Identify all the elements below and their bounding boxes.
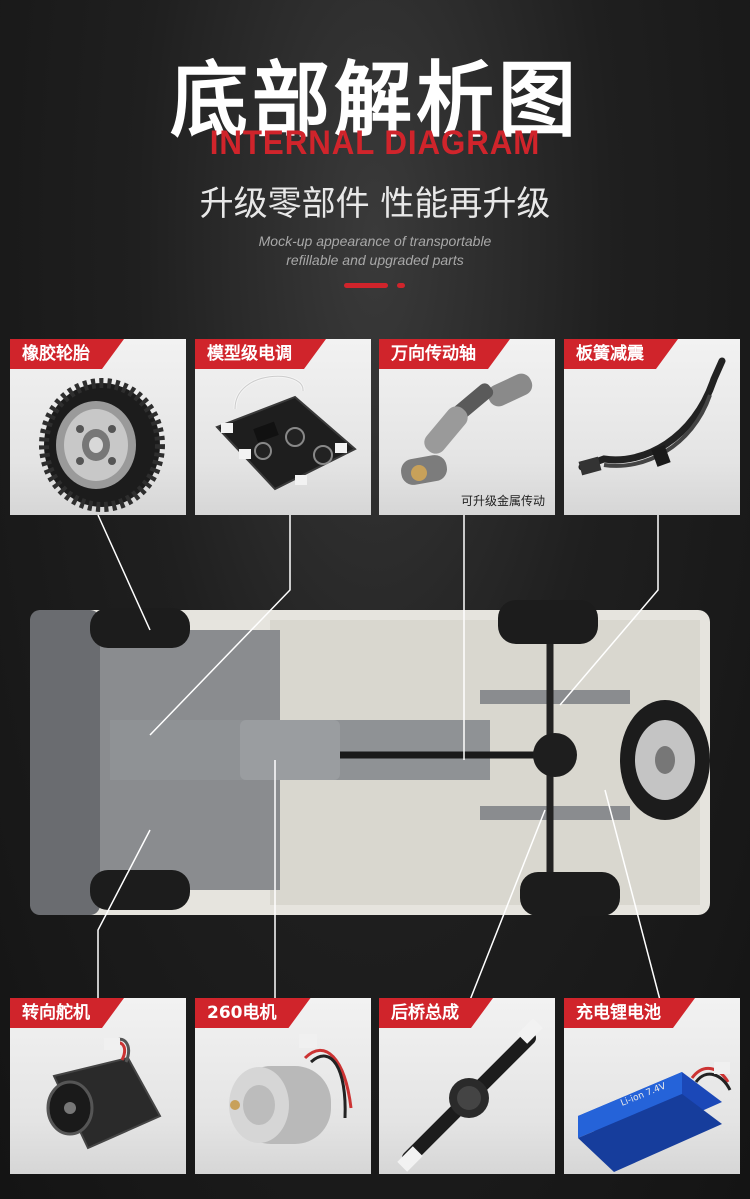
part-label: 260电机 bbox=[195, 998, 311, 1028]
part-card-shaft: 万向传动轴 可升级金属传动 bbox=[379, 339, 555, 515]
page-title: 底部解析图 bbox=[169, 54, 580, 149]
part-label: 模型级电调 bbox=[195, 339, 326, 369]
part-label: 板簧减震 bbox=[564, 339, 678, 369]
header: 底部解析图 INTERNAL DIAGRAM 升级零部件 性能再升级 Mock-… bbox=[0, 0, 750, 320]
esc-board-icon bbox=[215, 374, 357, 491]
part-label: 充电锂电池 bbox=[564, 998, 695, 1028]
page-description: Mock-up appearance of transportable refi… bbox=[0, 232, 750, 270]
part-caption: 可升级金属传动 bbox=[460, 494, 545, 508]
part-label: 橡胶轮胎 bbox=[10, 339, 124, 369]
rear-axle-icon bbox=[397, 1018, 543, 1172]
part-card-esc: 模型级电调 bbox=[195, 339, 371, 515]
description-line-1: Mock-up appearance of transportable bbox=[258, 233, 492, 249]
lithium-battery-icon: Li-ion 7.4V bbox=[578, 1062, 732, 1172]
cardan-shaft-icon bbox=[400, 373, 533, 485]
leaf-spring-icon bbox=[578, 357, 726, 476]
description-line-2: refillable and upgraded parts bbox=[286, 252, 464, 268]
accent-dot bbox=[397, 283, 405, 288]
part-label: 转向舵机 bbox=[10, 998, 124, 1028]
part-card-spring: 板簧减震 bbox=[564, 339, 740, 515]
chassis-diagram bbox=[30, 600, 710, 916]
part-card-tire: 橡胶轮胎 bbox=[10, 339, 186, 515]
part-card-motor: 260电机 bbox=[195, 998, 371, 1174]
page-title-en: INTERNAL DIAGRAM bbox=[209, 124, 541, 162]
rubber-tire-icon bbox=[39, 378, 165, 512]
accent-bar bbox=[344, 283, 388, 288]
steering-servo-icon bbox=[46, 1037, 162, 1150]
motor-260-icon bbox=[229, 1034, 353, 1144]
part-label: 后桥总成 bbox=[379, 998, 493, 1028]
part-card-battery: Li-ion 7.4V 充电锂电池 bbox=[564, 998, 740, 1174]
part-card-axle: 后桥总成 bbox=[379, 998, 555, 1174]
part-label: 万向传动轴 bbox=[379, 339, 510, 369]
page-subtitle: 升级零部件 性能再升级 bbox=[199, 184, 551, 224]
part-card-servo: 转向舵机 bbox=[10, 998, 186, 1174]
